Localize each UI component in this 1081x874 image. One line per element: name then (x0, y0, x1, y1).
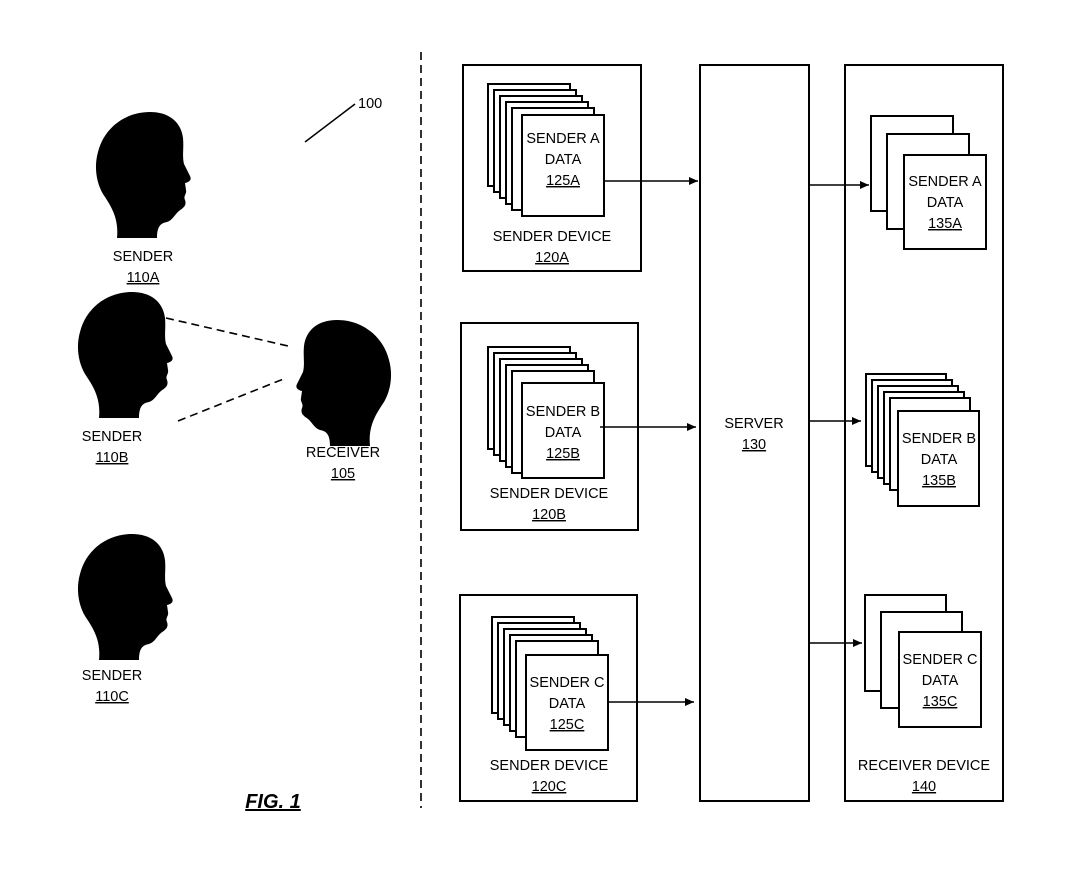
sender-device-b-ref: 120B (532, 507, 566, 523)
sender-device-c: SENDER C DATA 125C SENDER DEVICE 120C (459, 594, 638, 802)
sender-b-data-line1: SENDER B (526, 404, 600, 420)
sender-device-a-ref: 120A (535, 250, 569, 266)
sender-c-data-line2: DATA (549, 696, 586, 712)
sender-a-data-line2: DATA (545, 152, 582, 168)
sender-a-received-ref: 135A (928, 216, 962, 232)
sender-c-received-ref: 135C (923, 694, 958, 710)
sender-device-c-label: SENDER DEVICE (490, 758, 609, 774)
sender-c-data-box (525, 654, 609, 751)
receiver-head-icon (296, 320, 392, 446)
sender-b-received-data-box (897, 410, 980, 507)
receiver-device: SENDER A DATA 135A SENDER B DATA 135B SE… (844, 64, 1004, 802)
sender-c-received-line1: SENDER C (903, 652, 978, 668)
sender-b-head-icon (77, 292, 173, 418)
receiver-ref: 105 (331, 466, 355, 482)
receiver-device-label: RECEIVER DEVICE (858, 758, 990, 774)
sender-a-received-line2: DATA (927, 195, 964, 211)
sender-a-ref: 110A (127, 270, 160, 286)
sender-a-label: SENDER (113, 249, 173, 265)
ref-100-label: 100 (358, 96, 382, 112)
receiver-label: RECEIVER (306, 445, 380, 461)
sender-device-a: SENDER A DATA 125A SENDER DEVICE 120A (462, 64, 642, 272)
sender-a-received-line1: SENDER A (908, 174, 982, 190)
sender-c-head-icon (77, 534, 173, 660)
sender-c-label: SENDER (82, 668, 142, 684)
sender-device-c-ref: 120C (532, 779, 567, 795)
server-ref: 130 (742, 437, 766, 453)
server-label: SERVER (724, 416, 783, 432)
sender-b-receiver-link-bottom (177, 377, 287, 422)
sender-b-data-box (521, 382, 605, 479)
sender-c-received-line2: DATA (922, 673, 959, 689)
server: SERVER 130 (699, 64, 810, 802)
receiver-device-ref: 140 (912, 779, 936, 795)
sender-c-received-data-box (898, 631, 982, 728)
sender-c-data-line1: SENDER C (530, 675, 605, 691)
sender-b-received-line1: SENDER B (902, 431, 976, 447)
sender-b-label: SENDER (82, 429, 142, 445)
sender-a-data-box (521, 114, 605, 217)
figure-label: FIG. 1 (245, 791, 301, 813)
ref-100-leader (304, 103, 356, 143)
sender-b-received-line2: DATA (921, 452, 958, 468)
sender-c-data-ref: 125C (550, 717, 585, 733)
sender-a-received-data-box (903, 154, 987, 250)
sender-b-received-ref: 135B (922, 473, 956, 489)
sender-c-ref: 110C (95, 689, 129, 705)
sender-b-data-line2: DATA (545, 425, 582, 441)
sender-a-head-icon (95, 112, 191, 238)
sender-a-data-line1: SENDER A (526, 131, 600, 147)
sender-device-a-label: SENDER DEVICE (493, 229, 612, 245)
sender-b-data-ref: 125B (546, 446, 580, 462)
sender-b-receiver-link-top (165, 317, 289, 347)
sender-device-b-label: SENDER DEVICE (490, 486, 609, 502)
sender-a-data-ref: 125A (546, 173, 580, 189)
sender-b-ref: 110B (96, 450, 129, 466)
